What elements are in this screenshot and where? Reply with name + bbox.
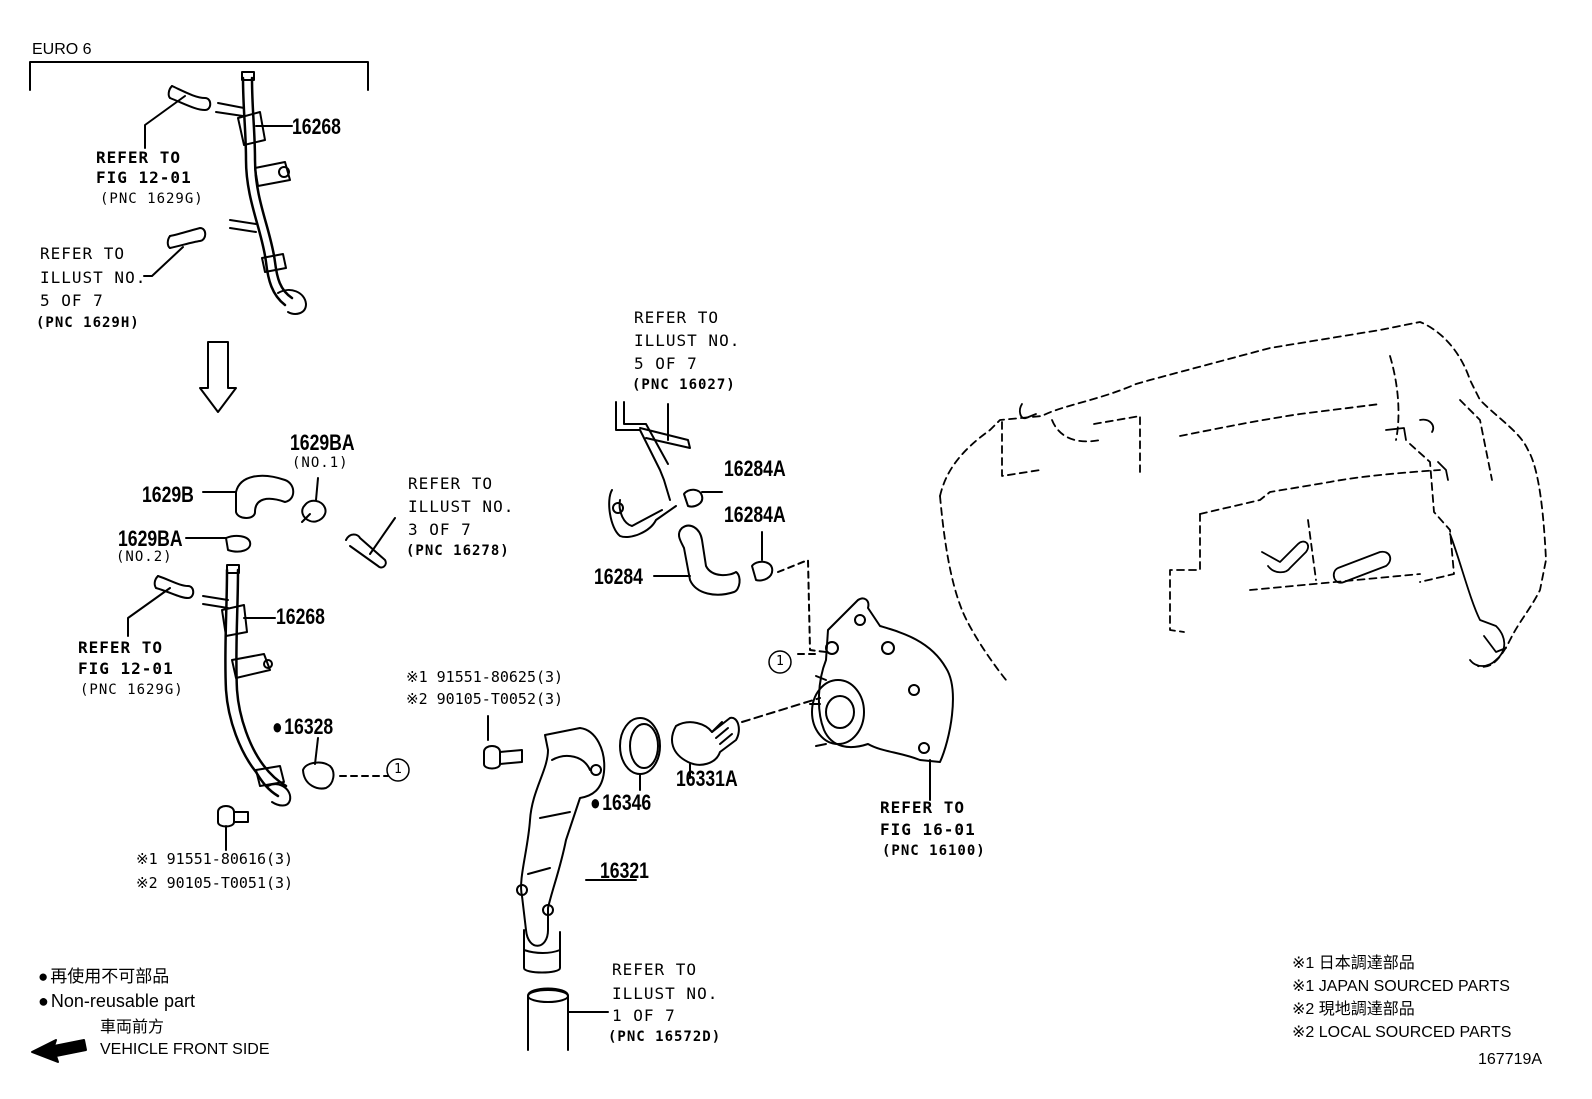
callout-1-left: 1	[394, 762, 402, 777]
legend-nonreusable-en: Non-reusable part	[38, 992, 195, 1010]
callout-1-right: 1	[776, 654, 784, 669]
refer-fig1601-pnc: (PNC 16100)	[882, 843, 986, 859]
part-1629BA-no1: 1629BA	[290, 430, 355, 455]
pipe-16027	[608, 401, 691, 538]
vehicle-front-arrow	[31, 1039, 87, 1063]
part-16346: 16346	[590, 792, 651, 814]
refer-fig1601-line2: FIG 16-01	[880, 820, 976, 839]
refer-fig1201-top-line2: FIG 12-01	[96, 168, 192, 187]
part-1629B: 1629B	[142, 482, 194, 507]
euro6-label: EURO 6	[32, 41, 92, 58]
clamp-1629BA-no2	[185, 534, 252, 553]
down-arrow	[199, 341, 237, 413]
refer-illust1-line2: ILLUST NO.	[612, 984, 719, 1003]
refer-illust5-top-line2: ILLUST NO.	[40, 268, 147, 287]
water-pump-16100	[768, 597, 954, 801]
figure-id: 167719A	[1478, 1051, 1543, 1068]
part-16328: 16328	[272, 716, 333, 738]
clamp-16284A-1	[683, 488, 723, 508]
part-16284A-1: 16284A	[724, 456, 786, 481]
refer-illust1-line3: 1 OF 7	[612, 1006, 676, 1025]
refer-fig1201-lower-line2: FIG 12-01	[78, 659, 174, 678]
bolt-1-jp-number: ※1 91551-80616(3)	[136, 850, 294, 868]
engine-outline	[939, 321, 1547, 681]
bolt-91551-80616	[217, 805, 249, 851]
engine-details	[1019, 403, 1507, 667]
refer-illust5-top-pnc: (PNC 1629H)	[36, 315, 140, 331]
note-2-jp: ※2 現地調達部品	[1292, 1001, 1415, 1018]
part-16321: 16321	[600, 858, 649, 883]
thermostat-16331A	[671, 697, 821, 779]
part-16331A: 16331A	[676, 766, 738, 791]
water-inlet-16321	[516, 727, 637, 974]
note-2-en: ※2 LOCAL SOURCED PARTS	[1292, 1024, 1512, 1041]
clamp-16284A-2	[751, 531, 827, 653]
hose-16284	[653, 524, 741, 596]
euro6-bracket	[29, 61, 369, 91]
bolt-91551-80625	[483, 715, 523, 770]
top-hose-lower	[143, 227, 207, 277]
bolt-1-local-number: ※2 90105-T0051(3)	[136, 874, 294, 892]
refer-illust5-center-line1: REFER TO	[634, 308, 720, 327]
refer-illust1-pnc: (PNC 16572D)	[608, 1029, 722, 1045]
top-pipe-16268	[215, 71, 307, 315]
legend-front-jp: 車両前方	[100, 1019, 165, 1036]
refer-illust5-center-line3: 5 OF 7	[634, 354, 698, 373]
top-hose-upper	[144, 85, 212, 149]
refer-illust5-center-pnc: (PNC 16027)	[632, 377, 736, 393]
part-16284A-2: 16284A	[724, 502, 786, 527]
label-no1: (NO.1)	[292, 455, 349, 471]
part-1629BA-no2: 1629BA	[118, 526, 183, 551]
refer-illust3-line3: 3 OF 7	[408, 520, 472, 539]
legend-front-en: VEHICLE FRONT SIDE	[100, 1041, 270, 1058]
note-1-en: ※1 JAPAN SOURCED PARTS	[1292, 978, 1510, 995]
refer-illust3-line1: REFER TO	[408, 474, 494, 493]
bolt-2-local-number: ※2 90105-T0052(3)	[406, 690, 564, 708]
refer-illust5-center-line2: ILLUST NO.	[634, 331, 741, 350]
legend-nonreusable-jp: 再使用不可部品	[38, 968, 169, 985]
refer-illust3-pnc: (PNC 16278)	[406, 543, 510, 559]
refer-illust1-line1: REFER TO	[612, 960, 698, 979]
refer-fig1601-line1: REFER TO	[880, 798, 966, 817]
note-1-jp: ※1 日本調達部品	[1292, 955, 1415, 972]
refer-fig1201-top-line1: REFER TO	[96, 148, 182, 167]
bolt-2-jp-number: ※1 91551-80625(3)	[406, 668, 564, 686]
part-16268-lower: 16268	[276, 604, 325, 629]
refer-illust5-top-line3: 5 OF 7	[40, 291, 104, 310]
hose-1629B	[202, 474, 295, 519]
refer-fig1201-top-pnc: (PNC 1629G)	[100, 191, 204, 207]
part-16284: 16284	[594, 564, 643, 589]
clamp-16328	[302, 737, 410, 790]
lower-pipe-16268	[202, 564, 292, 807]
lower-hose-fig1201	[127, 575, 195, 637]
refer-fig1201-lower-pnc: (PNC 1629G)	[80, 682, 184, 698]
refer-hose-1of7	[527, 987, 609, 1051]
clamp-1629BA-no1	[301, 477, 327, 523]
refer-illust3-line2: ILLUST NO.	[408, 497, 515, 516]
refer-hose-3of7	[345, 517, 396, 569]
part-16268-top: 16268	[292, 114, 341, 139]
label-no2: (NO.2)	[116, 549, 173, 565]
refer-illust5-top-line1: REFER TO	[40, 244, 126, 263]
gasket-16346	[619, 717, 661, 791]
refer-fig1201-lower-line1: REFER TO	[78, 638, 164, 657]
